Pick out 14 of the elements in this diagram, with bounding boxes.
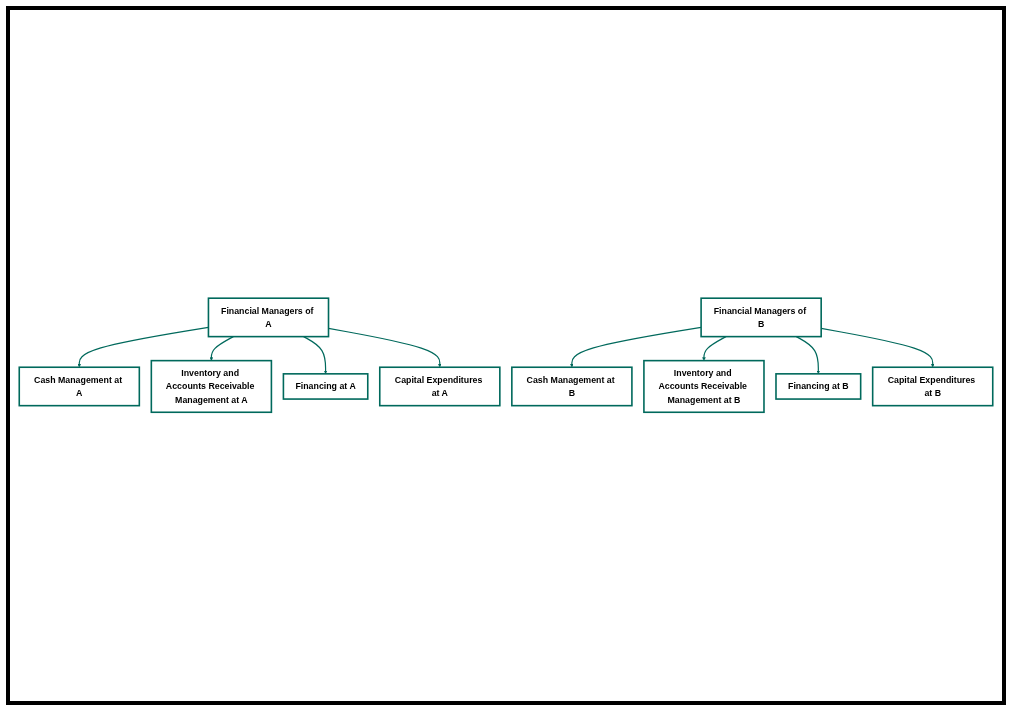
node-box: Financing at B: [775, 373, 862, 401]
arrow: [209, 336, 234, 362]
node-box: Capital Expenditures at B: [871, 366, 994, 407]
node-box: Financial Managers of A: [207, 297, 330, 338]
node-box: Inventory and Accounts Receivable Management at A: [150, 360, 273, 414]
node-box: Cash Management at A: [18, 366, 141, 407]
node-box: Financing at A: [282, 373, 369, 401]
node-box: Capital Expenditures at A: [378, 366, 501, 407]
arrow: [303, 336, 328, 375]
node-box: Financial Managers of B: [700, 297, 822, 338]
node-box: Inventory and Accounts Receivable Management at B: [643, 360, 765, 414]
arrow: [702, 336, 727, 362]
node-box: Cash Management at B: [511, 366, 633, 407]
arrow: [795, 336, 821, 375]
